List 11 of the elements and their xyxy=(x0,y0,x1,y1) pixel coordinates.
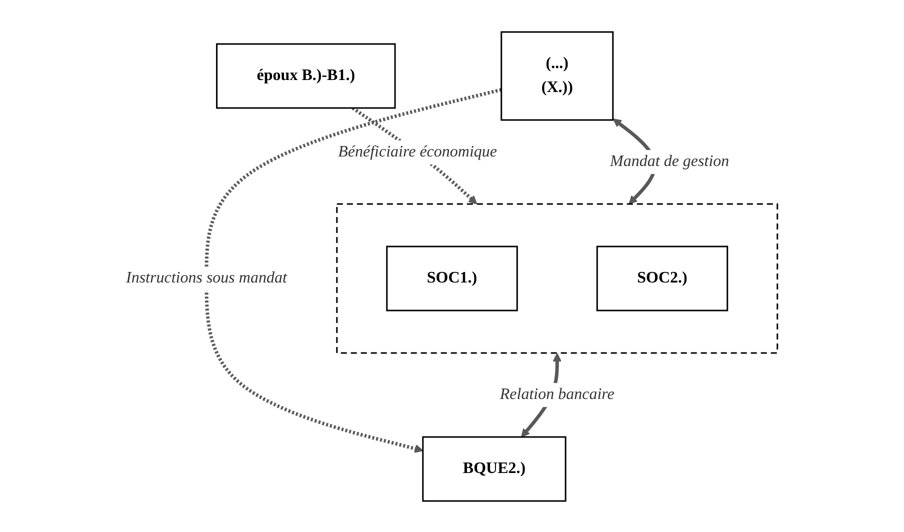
edge-label: Bénéficiaire économique xyxy=(338,142,498,160)
node-box: BQUE2.) xyxy=(422,436,567,502)
node-box: SOC2.) xyxy=(596,245,728,311)
node-box: SOC1.) xyxy=(386,245,518,311)
edge-label: Mandat de gestion xyxy=(610,152,730,170)
node-box: époux B.)-B1.) xyxy=(216,42,396,108)
arrow xyxy=(205,87,502,452)
edge-label: Instructions sous mandat xyxy=(126,269,288,286)
edge-label: Relation bancaire xyxy=(500,386,615,402)
cluster xyxy=(336,202,778,354)
node-box: (...) (X.)) xyxy=(500,30,614,120)
